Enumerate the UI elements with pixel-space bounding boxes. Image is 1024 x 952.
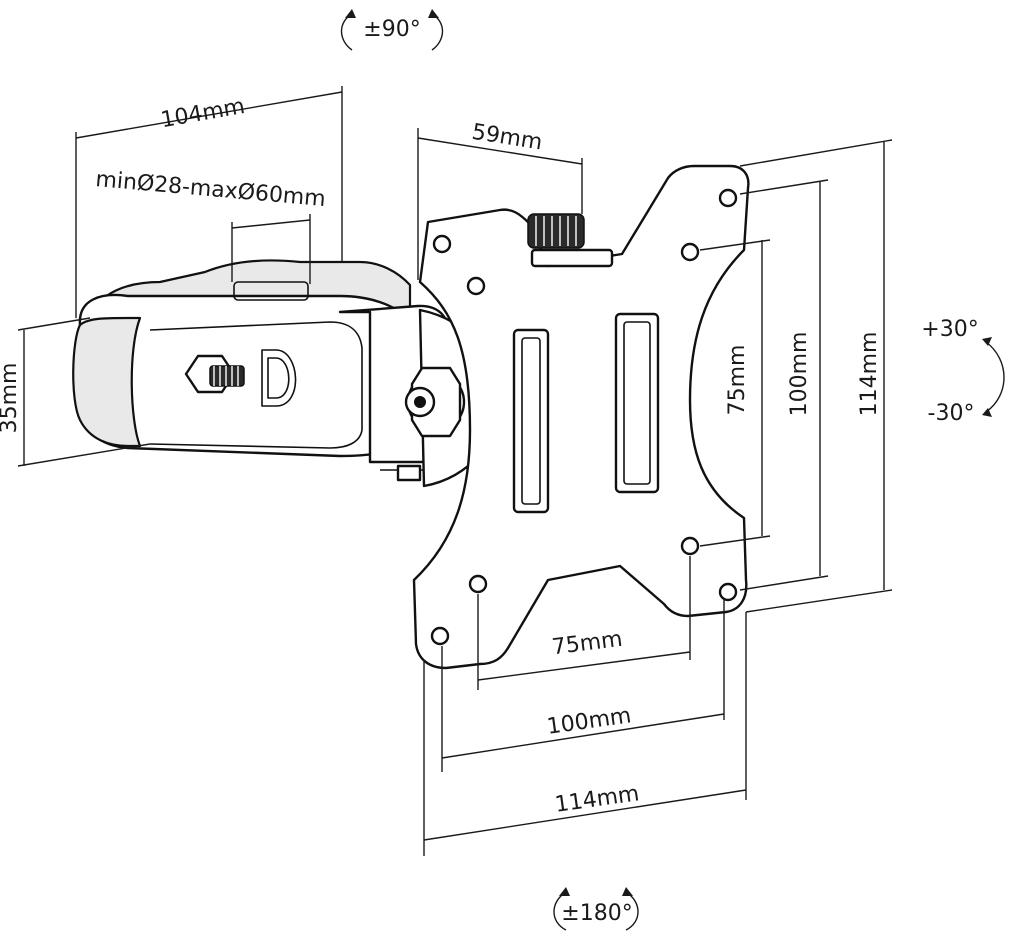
- vesa-75-h-label: 75mm: [725, 345, 750, 416]
- vesa-100-h-label: 100mm: [787, 332, 812, 417]
- arm-length-label: 104mm: [159, 94, 247, 133]
- clamp-height-label: 35mm: [0, 363, 22, 434]
- pole-diameter-label: minØ28-maxØ60mm: [94, 167, 326, 212]
- swivel-label: ±90°: [363, 17, 420, 42]
- plate-114-h-label: 114mm: [857, 332, 882, 417]
- rotate-indicator: ±180°: [553, 887, 639, 931]
- vesa-plate: [412, 164, 750, 670]
- pole-clamp: [72, 259, 416, 458]
- knob-offset-label: 59mm: [470, 120, 544, 156]
- tilt-down-label: -30°: [928, 401, 975, 426]
- vesa-75-w-label: 75mm: [551, 627, 624, 660]
- tilt-indicator: +30° -30°: [921, 317, 1005, 426]
- rotate-label: ±180°: [561, 901, 632, 926]
- mount-holes: [430, 188, 738, 646]
- swivel-indicator: ±90°: [340, 9, 444, 51]
- tension-knob: [527, 213, 614, 268]
- dimension-lines: [17, 86, 893, 856]
- plate-114-w-label: 114mm: [553, 781, 641, 818]
- clamp-bolt: [184, 354, 245, 394]
- tilt-up-label: +30°: [921, 317, 978, 342]
